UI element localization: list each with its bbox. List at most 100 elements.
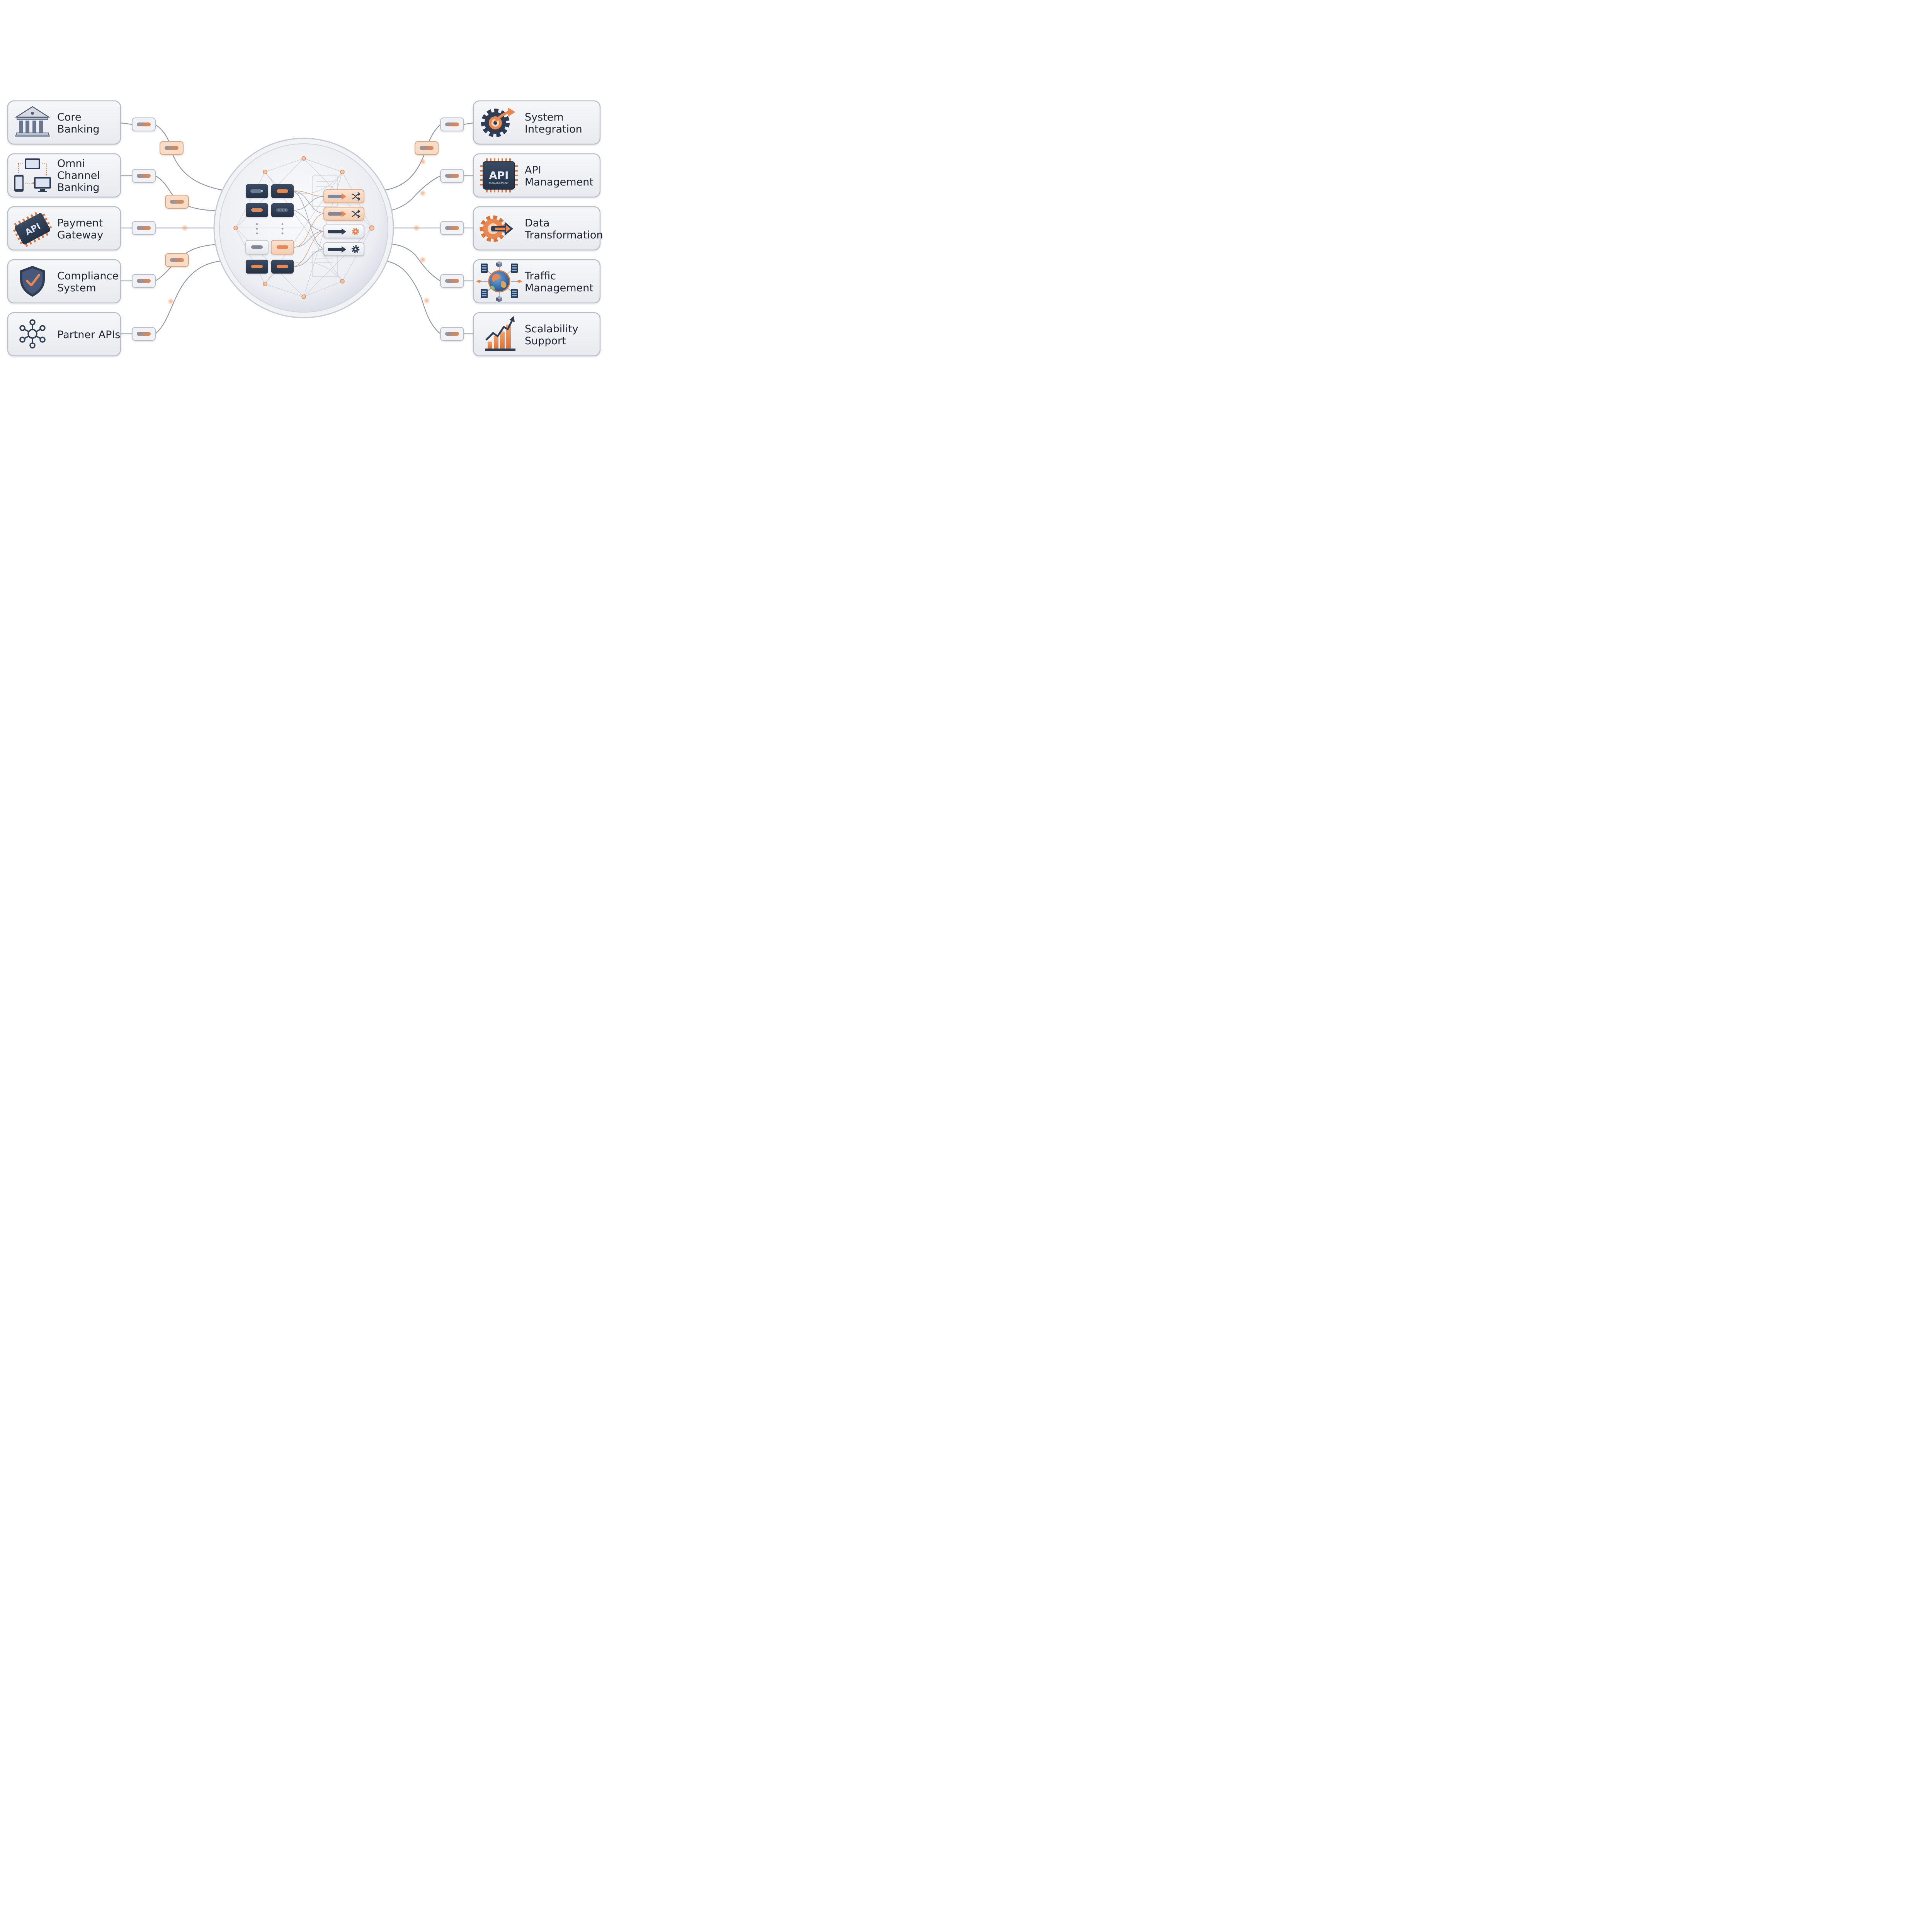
payment-label-2: Gateway xyxy=(57,229,103,241)
card-compliance-system[interactable]: Compliance System xyxy=(7,259,121,304)
pill-left-3 xyxy=(132,221,156,235)
block-navy-2 xyxy=(271,203,294,217)
traffic-management-label-1: Traffic xyxy=(524,270,556,282)
pill-right-2 xyxy=(440,169,464,183)
scalability-support-label-1: Scalability xyxy=(525,323,578,335)
hub-network-icon xyxy=(19,319,46,349)
card-scalability-support[interactable]: Scalability Support xyxy=(473,312,601,357)
core-banking-label-2: Banking xyxy=(57,123,100,135)
left-cards: Core Banking Omni Channel Banking xyxy=(7,100,121,357)
multi-device-icon xyxy=(14,158,51,192)
svg-text:Banking: Banking xyxy=(57,123,100,135)
pill-left-peach-2 xyxy=(165,195,189,209)
document-icon xyxy=(312,175,338,277)
svg-text:System: System xyxy=(57,282,96,294)
vertical-ellipsis-dots xyxy=(256,223,284,235)
route-gear-orange xyxy=(323,224,364,238)
svg-text:Management: Management xyxy=(525,176,594,188)
core-banking-label-1: Core xyxy=(57,111,82,123)
block-navy-orange-1 xyxy=(271,184,294,198)
block-navy-orange-3 xyxy=(246,260,268,274)
line-glow-dots xyxy=(167,158,430,305)
data-transformation-label-2: Transformation xyxy=(524,229,603,241)
growth-bar-chart-icon xyxy=(485,316,515,351)
svg-text:Support: Support xyxy=(525,335,566,347)
compliance-label-1: Compliance xyxy=(57,270,119,282)
card-payment-gateway[interactable]: API Payment Gateway xyxy=(7,206,121,251)
card-system-integration[interactable]: System Integration xyxy=(473,100,601,145)
svg-text:System: System xyxy=(525,111,564,123)
api-management-label-1: API xyxy=(525,164,541,176)
block-navy-1 xyxy=(246,184,268,198)
pill-left-5 xyxy=(132,327,156,341)
block-navy-orange-4 xyxy=(271,260,294,274)
card-partner-apis[interactable]: Partner APIs xyxy=(7,312,121,357)
api-management-chip-icon: API MANAGEMENT xyxy=(480,158,518,192)
api-mgmt-big-text: API xyxy=(489,170,509,182)
svg-text:Traffic: Traffic xyxy=(524,270,556,282)
pill-right-1 xyxy=(440,117,464,131)
svg-text:Compliance: Compliance xyxy=(57,270,119,282)
svg-text:Gateway: Gateway xyxy=(57,229,103,241)
omni-label-1: Omni xyxy=(57,158,85,170)
pill-right-4 xyxy=(440,274,464,288)
orange-gear-icon xyxy=(352,228,359,235)
connector-scalability-support xyxy=(384,260,473,335)
central-hub xyxy=(213,138,394,318)
bank-building-icon xyxy=(14,106,51,137)
svg-text:Integration: Integration xyxy=(525,123,582,135)
integration-diagram: Core Banking Omni Channel Banking xyxy=(7,100,603,357)
pill-left-2 xyxy=(132,169,156,183)
shuffle-icon xyxy=(351,192,361,201)
small-cube-icons xyxy=(476,261,522,302)
svg-text:Core: Core xyxy=(57,111,82,123)
api-management-label-2: Management xyxy=(525,176,594,188)
routing-buttons xyxy=(323,189,364,256)
card-traffic-management[interactable]: Traffic Management xyxy=(473,259,601,304)
pill-left-4 xyxy=(132,274,156,288)
svg-text:Management: Management xyxy=(525,282,594,294)
svg-text:Scalability: Scalability xyxy=(525,323,578,335)
connector-api-management xyxy=(390,175,473,211)
connector-system-integration xyxy=(384,122,474,191)
globe-servers-icon xyxy=(476,261,522,302)
svg-text:API: API xyxy=(525,164,541,176)
omni-label-2: Channel xyxy=(57,170,100,182)
scalability-support-label-2: Support xyxy=(525,335,566,347)
traffic-management-label-2: Management xyxy=(525,282,594,294)
route-gear-navy xyxy=(323,242,364,256)
card-data-transformation[interactable]: Data Transformation xyxy=(473,206,603,251)
pill-left-peach-3 xyxy=(165,253,189,267)
shuffle-icon xyxy=(351,209,361,218)
card-api-management[interactable]: API MANAGEMENT API Management xyxy=(473,153,601,198)
block-grey xyxy=(245,240,269,255)
api-chip-icon: API xyxy=(13,212,52,247)
processing-blocks xyxy=(245,184,294,274)
route-shuffle-2 xyxy=(323,207,364,221)
svg-text:Data: Data xyxy=(525,217,549,229)
svg-text:Banking: Banking xyxy=(57,182,100,194)
card-omni-channel-banking[interactable]: Omni Channel Banking xyxy=(7,153,121,198)
pill-left-peach-1 xyxy=(160,141,184,155)
block-navy-orange-2 xyxy=(246,203,268,217)
routing-curves xyxy=(293,190,324,267)
pill-left-1 xyxy=(132,117,156,131)
connector-lines xyxy=(120,122,474,335)
omni-label-3: Banking xyxy=(57,182,100,194)
connector-traffic-management xyxy=(390,243,473,282)
pill-connectors xyxy=(132,117,464,341)
svg-text:Transformation: Transformation xyxy=(524,229,603,241)
route-shuffle-1 xyxy=(323,189,364,203)
payment-label-1: Payment xyxy=(57,217,103,229)
svg-text:Payment: Payment xyxy=(57,217,103,229)
data-transformation-label-1: Data xyxy=(525,217,549,229)
system-integration-label-1: System xyxy=(525,111,564,123)
card-core-banking[interactable]: Core Banking xyxy=(7,100,121,145)
server-icons xyxy=(481,264,518,298)
connector-partner-apis xyxy=(121,260,223,335)
navy-gear-icon xyxy=(351,245,360,253)
connector-core-banking xyxy=(120,122,223,191)
api-mgmt-small-text: MANAGEMENT xyxy=(489,182,509,185)
partner-apis-label: Partner APIs xyxy=(57,329,121,341)
svg-text:Partner APIs: Partner APIs xyxy=(57,329,121,341)
